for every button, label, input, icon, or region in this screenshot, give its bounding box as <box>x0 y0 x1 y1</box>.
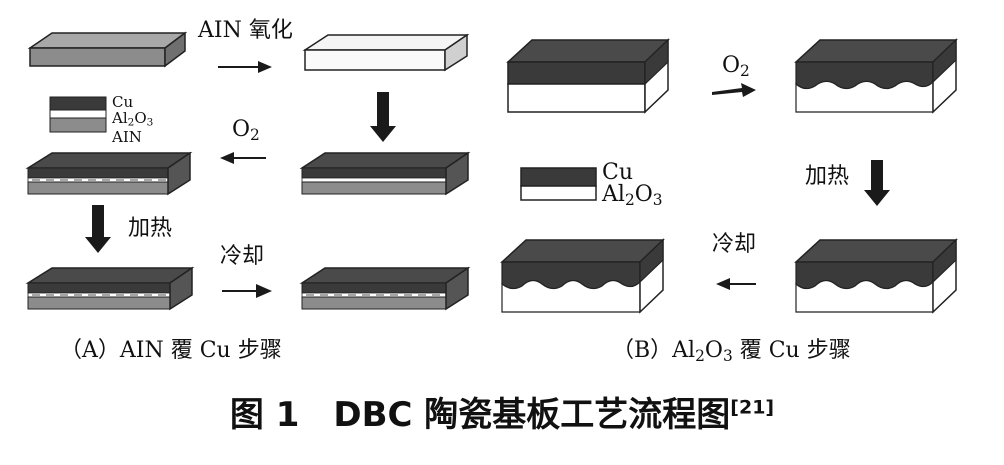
down-arrow-icon <box>85 205 111 253</box>
caption-panel-a: （A）AIN 覆 Cu 步骤 <box>60 338 282 363</box>
down-arrow-icon <box>370 92 396 142</box>
heated-plate <box>25 266 195 311</box>
cu-al2o3-block-initial <box>506 38 670 114</box>
cu-on-oxide-plate <box>299 151 471 196</box>
legend-a-aln-label: AIN <box>112 128 142 146</box>
legend-b-al2o3-label: Al2O3 <box>602 182 663 209</box>
legend-b-cu-label: Cu <box>602 160 634 185</box>
step-label-cool-b: 冷却 <box>712 232 757 257</box>
right-arrow-icon <box>222 284 272 298</box>
step-label-heat-a: 加热 <box>128 216 173 241</box>
left-arrow-icon <box>716 278 756 290</box>
legend-b-swatches <box>520 167 597 201</box>
oxidized-aln-plate <box>302 33 470 72</box>
cooled-plate <box>299 266 471 311</box>
cu-aln-plate-bonding <box>25 151 193 196</box>
oxidized-cu-block <box>794 38 958 114</box>
step-label-heat-b: 加热 <box>805 164 850 189</box>
figure-title: 图 1 DBC 陶瓷基板工艺流程图[21] <box>0 398 1004 432</box>
aln-plate-initial <box>27 31 188 68</box>
cooled-cu-block <box>500 238 665 314</box>
step-label-aln-oxidation: AIN 氧化 <box>198 18 293 43</box>
left-arrow-icon <box>220 152 266 164</box>
down-arrow-icon <box>864 160 890 206</box>
heated-cu-block <box>794 238 958 314</box>
right-arrow-icon <box>218 61 272 73</box>
figure-reference: [21] <box>730 396 775 419</box>
legend-a-cu-label: Cu <box>112 93 134 111</box>
step-label-cool-a: 冷却 <box>220 244 265 269</box>
figure-title-text: 图 1 DBC 陶瓷基板工艺流程图 <box>229 395 731 435</box>
caption-panel-b: （B）Al2O3 覆 Cu 步骤 <box>612 338 851 365</box>
step-label-o2-a: O2 <box>232 117 260 144</box>
legend-a-swatches <box>49 96 107 133</box>
right-arrow-icon <box>712 83 756 97</box>
legend-a-al2o3-label: Al2O3 <box>112 109 154 129</box>
step-label-o2-b: O2 <box>722 53 750 80</box>
